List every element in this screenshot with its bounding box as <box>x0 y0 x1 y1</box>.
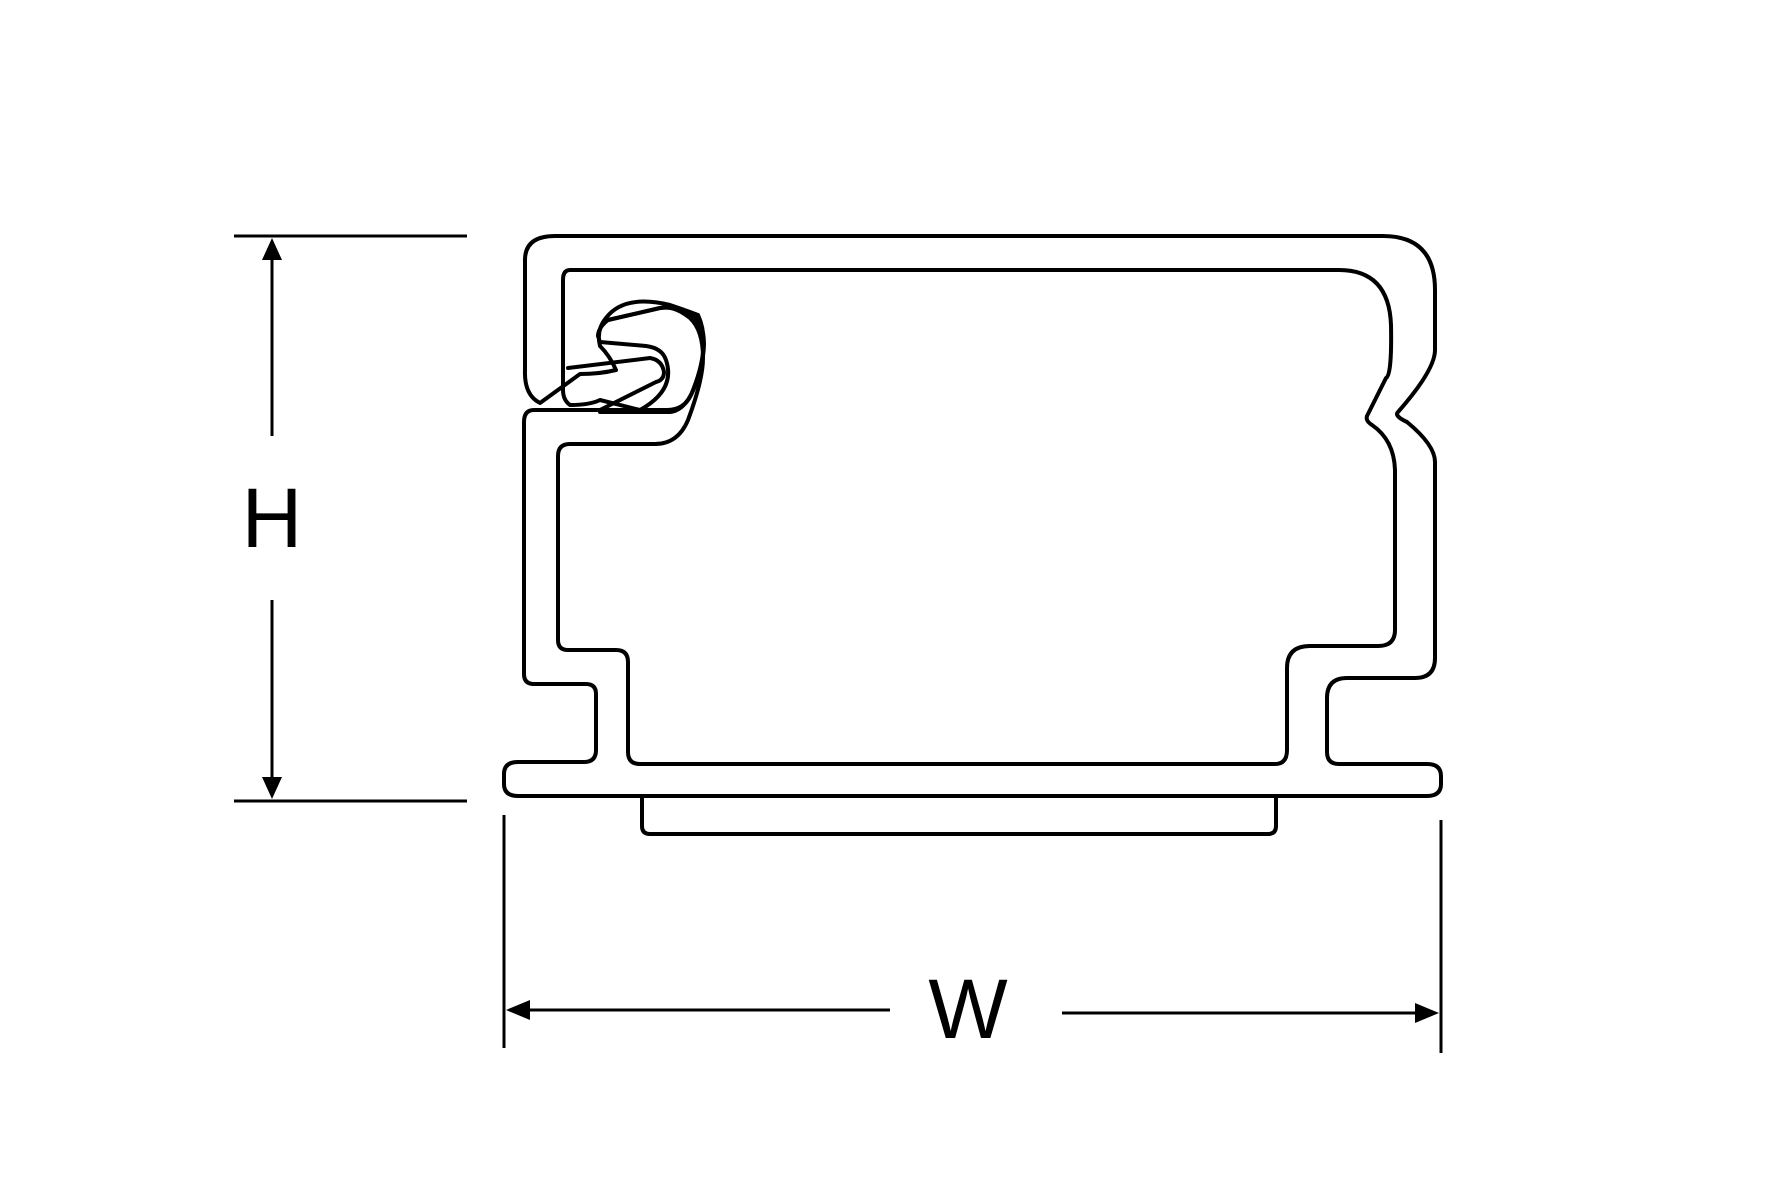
raceway-latch-hook <box>598 305 706 414</box>
raceway-inner-cavity <box>556 268 1397 766</box>
raceway-base-plate <box>640 794 1278 836</box>
raceway-latch-tongue <box>536 356 666 412</box>
height-arrow-up-icon <box>262 238 282 260</box>
raceway-outer-profile <box>502 234 1443 798</box>
width-arrow-left-icon <box>506 1000 530 1020</box>
height-label: H <box>242 471 303 565</box>
width-label: W <box>928 962 1007 1056</box>
width-arrow-right-icon <box>1415 1003 1439 1023</box>
height-arrow-down-icon <box>262 777 282 799</box>
